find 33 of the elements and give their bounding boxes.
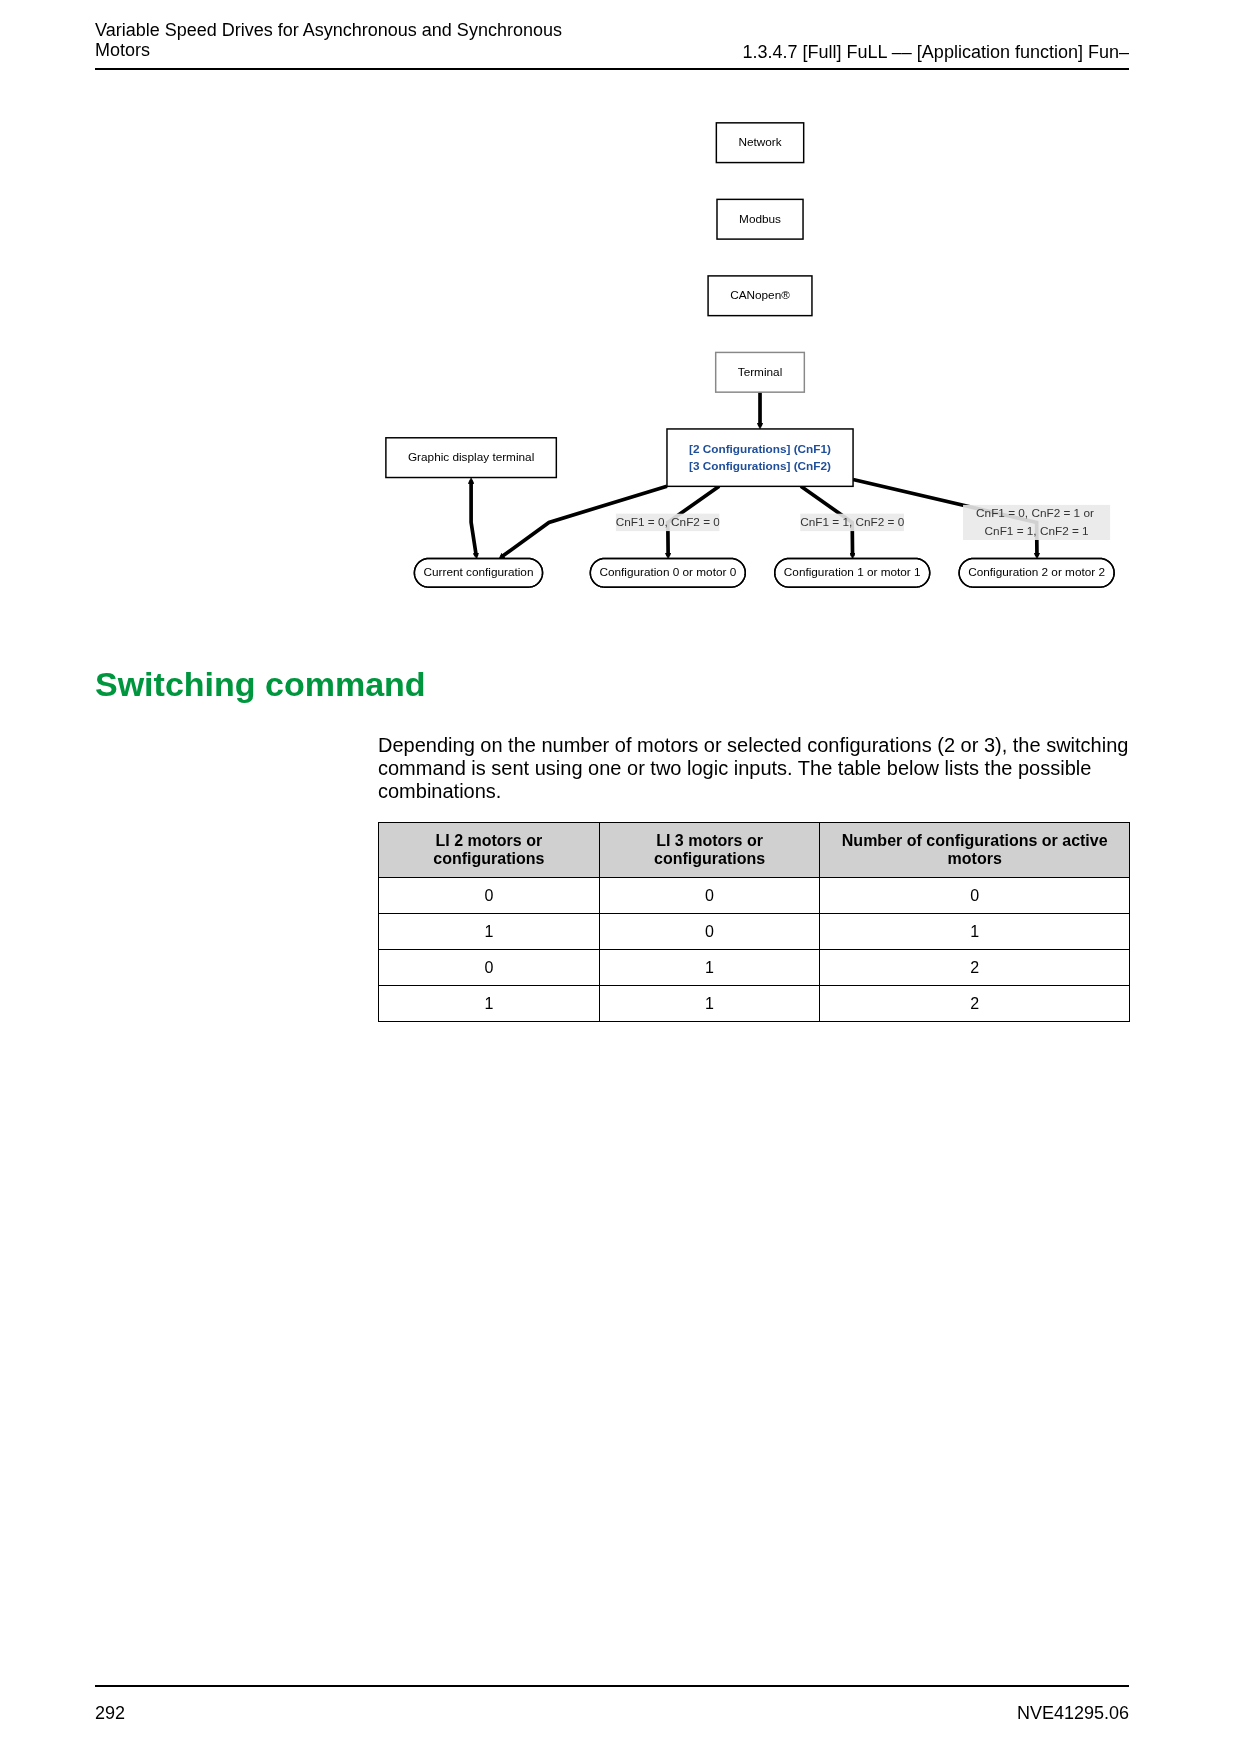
node-box: CANopen® — [707, 275, 813, 317]
table-cell: 0 — [378, 949, 600, 986]
arrow — [498, 484, 668, 560]
section-heading: Switching command — [95, 665, 426, 704]
edge-label: CnF1 = 0, CnF2 = 0 — [615, 515, 720, 529]
arrow — [756, 392, 764, 430]
node-box: Network — [715, 122, 805, 164]
table-cell: 2 — [819, 985, 1130, 1022]
table-cell: 0 — [599, 877, 820, 914]
arrow — [467, 477, 480, 560]
page-number: 292 — [95, 1703, 126, 1724]
table-cell: 1 — [378, 913, 600, 950]
header-section: 1.3.4.7 [Full] FuLL –– [Application function] Fun– — [742, 42, 1129, 63]
node-box: Terminal — [714, 351, 806, 393]
table-cell: 1 — [378, 985, 600, 1022]
table-cell: 2 — [819, 949, 1130, 986]
table-cell: 0 — [378, 877, 600, 914]
column-header: LI 3 motors or configurations — [599, 822, 820, 878]
table-cell: 1 — [599, 949, 820, 986]
header-title: Variable Speed Drives for Asynchronous and Synchronous Motors — [95, 20, 563, 60]
table-cell: 1 — [819, 913, 1130, 950]
node-box: [2 Configurations] (CnF1) [3 Configurations] (CnF2) — [666, 428, 854, 488]
column-header: Number of configurations or active motors — [819, 822, 1130, 878]
node-box: Modbus — [716, 198, 804, 240]
table-cell: 1 — [599, 985, 820, 1022]
edge-label: CnF1 = 1, CnF2 = 0 — [800, 515, 905, 529]
node-box: Graphic display terminal — [385, 437, 558, 479]
edge-label: CnF1 = 0, CnF2 = 1 or CnF1 = 1, CnF2 = 1 — [976, 506, 1094, 538]
body-paragraph: Depending on the number of motors or selected configurations (2 or 3), the switching command is sent using one or two logic inputs. The table below lists the possible combinations. — [378, 734, 1130, 803]
document-code: NVE41295.06 — [1016, 1703, 1129, 1724]
column-header: LI 2 motors or configurations — [378, 822, 600, 878]
table-cell: 0 — [819, 877, 1130, 914]
table-cell: 0 — [599, 913, 820, 950]
